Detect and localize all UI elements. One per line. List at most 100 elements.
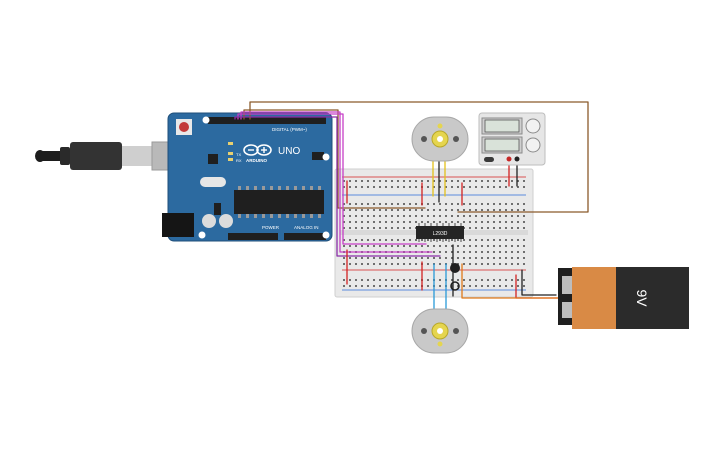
breadboard-hole	[379, 227, 381, 229]
breadboard-hole	[409, 180, 411, 182]
breadboard-hole	[367, 263, 369, 265]
breadboard-hole	[511, 239, 513, 241]
breadboard-hole	[439, 180, 441, 182]
breadboard-hole	[367, 209, 369, 211]
breadboard-hole	[415, 221, 417, 223]
breadboard-hole	[361, 257, 363, 259]
breadboard-hole	[427, 245, 429, 247]
breadboard-hole	[391, 239, 393, 241]
breadboard-hole	[391, 263, 393, 265]
breadboard-hole	[349, 209, 351, 211]
breadboard-hole	[433, 215, 435, 217]
breadboard-hole	[469, 257, 471, 259]
breadboard-hole	[451, 245, 453, 247]
breadboard-hole	[463, 180, 465, 182]
breadboard-hole	[445, 203, 447, 205]
breadboard-hole	[451, 180, 453, 182]
breadboard-hole	[415, 215, 417, 217]
breadboard-hole	[493, 257, 495, 259]
breadboard-hole	[463, 221, 465, 223]
breadboard-hole	[445, 251, 447, 253]
breadboard-hole	[517, 209, 519, 211]
breadboard-hole	[379, 209, 381, 211]
transistor	[450, 263, 460, 291]
breadboard-hole	[385, 263, 387, 265]
breadboard-hole	[403, 221, 405, 223]
breadboard-hole	[469, 285, 471, 287]
power-switch[interactable]	[484, 157, 494, 162]
breadboard-hole	[421, 257, 423, 259]
breadboard-hole	[439, 186, 441, 188]
breadboard-hole	[493, 279, 495, 281]
breadboard-hole	[409, 279, 411, 281]
breadboard-hole	[505, 279, 507, 281]
breadboard-hole	[355, 203, 357, 205]
breadboard-hole	[469, 215, 471, 217]
analog-header-label: ANALOG IN	[294, 225, 319, 230]
breadboard-hole	[457, 203, 459, 205]
breadboard-hole	[397, 245, 399, 247]
breadboard-hole	[505, 285, 507, 287]
breadboard-hole	[481, 263, 483, 265]
breadboard-hole	[517, 180, 519, 182]
breadboard-hole	[379, 221, 381, 223]
breadboard-hole	[367, 239, 369, 241]
digital-header	[208, 117, 326, 124]
breadboard-hole	[505, 227, 507, 229]
breadboard-hole	[415, 279, 417, 281]
breadboard-hole	[463, 245, 465, 247]
brand-label: ARDUINO	[246, 158, 267, 163]
breadboard-hole	[385, 239, 387, 241]
power-header-pins	[228, 233, 278, 240]
voltage-knob-icon[interactable]	[525, 118, 541, 134]
power-jack	[162, 213, 194, 237]
breadboard-hole	[397, 221, 399, 223]
breadboard-hole	[481, 203, 483, 205]
breadboard-hole	[373, 279, 375, 281]
breadboard-hole	[409, 227, 411, 229]
breadboard-hole	[427, 279, 429, 281]
breadboard-hole	[445, 209, 447, 211]
breadboard-hole	[523, 263, 525, 265]
breadboard-hole	[517, 215, 519, 217]
breadboard-hole	[379, 279, 381, 281]
breadboard-hole	[475, 251, 477, 253]
breadboard-hole	[475, 263, 477, 265]
breadboard-hole	[523, 245, 525, 247]
breadboard-hole	[433, 239, 435, 241]
negative-terminal-icon	[514, 156, 520, 162]
breadboard-hole	[367, 203, 369, 205]
breadboard-hole	[475, 203, 477, 205]
breadboard-hole	[403, 245, 405, 247]
breadboard-hole	[403, 279, 405, 281]
breadboard-hole	[505, 263, 507, 265]
breadboard-hole	[373, 221, 375, 223]
breadboard-hole	[355, 221, 357, 223]
breadboard-hole	[517, 257, 519, 259]
breadboard-hole	[523, 239, 525, 241]
breadboard-hole	[397, 180, 399, 182]
current-knob-icon[interactable]	[525, 137, 541, 153]
breadboard-hole	[409, 221, 411, 223]
breadboard-hole	[463, 263, 465, 265]
breadboard-hole	[367, 227, 369, 229]
breadboard-hole	[493, 221, 495, 223]
breadboard-hole	[397, 263, 399, 265]
breadboard-hole	[523, 279, 525, 281]
breadboard-hole	[379, 263, 381, 265]
breadboard-hole	[367, 245, 369, 247]
breadboard-hole	[385, 209, 387, 211]
breadboard-hole	[481, 251, 483, 253]
breadboard-hole	[391, 257, 393, 259]
breadboard-hole	[481, 279, 483, 281]
breadboard-hole	[421, 245, 423, 247]
breadboard-hole	[373, 203, 375, 205]
breadboard-hole	[523, 180, 525, 182]
breadboard-hole	[379, 239, 381, 241]
breadboard-hole	[469, 180, 471, 182]
breadboard-hole	[361, 245, 363, 247]
breadboard-hole	[355, 209, 357, 211]
breadboard-hole	[469, 263, 471, 265]
breadboard-hole	[427, 221, 429, 223]
breadboard-hole	[409, 209, 411, 211]
